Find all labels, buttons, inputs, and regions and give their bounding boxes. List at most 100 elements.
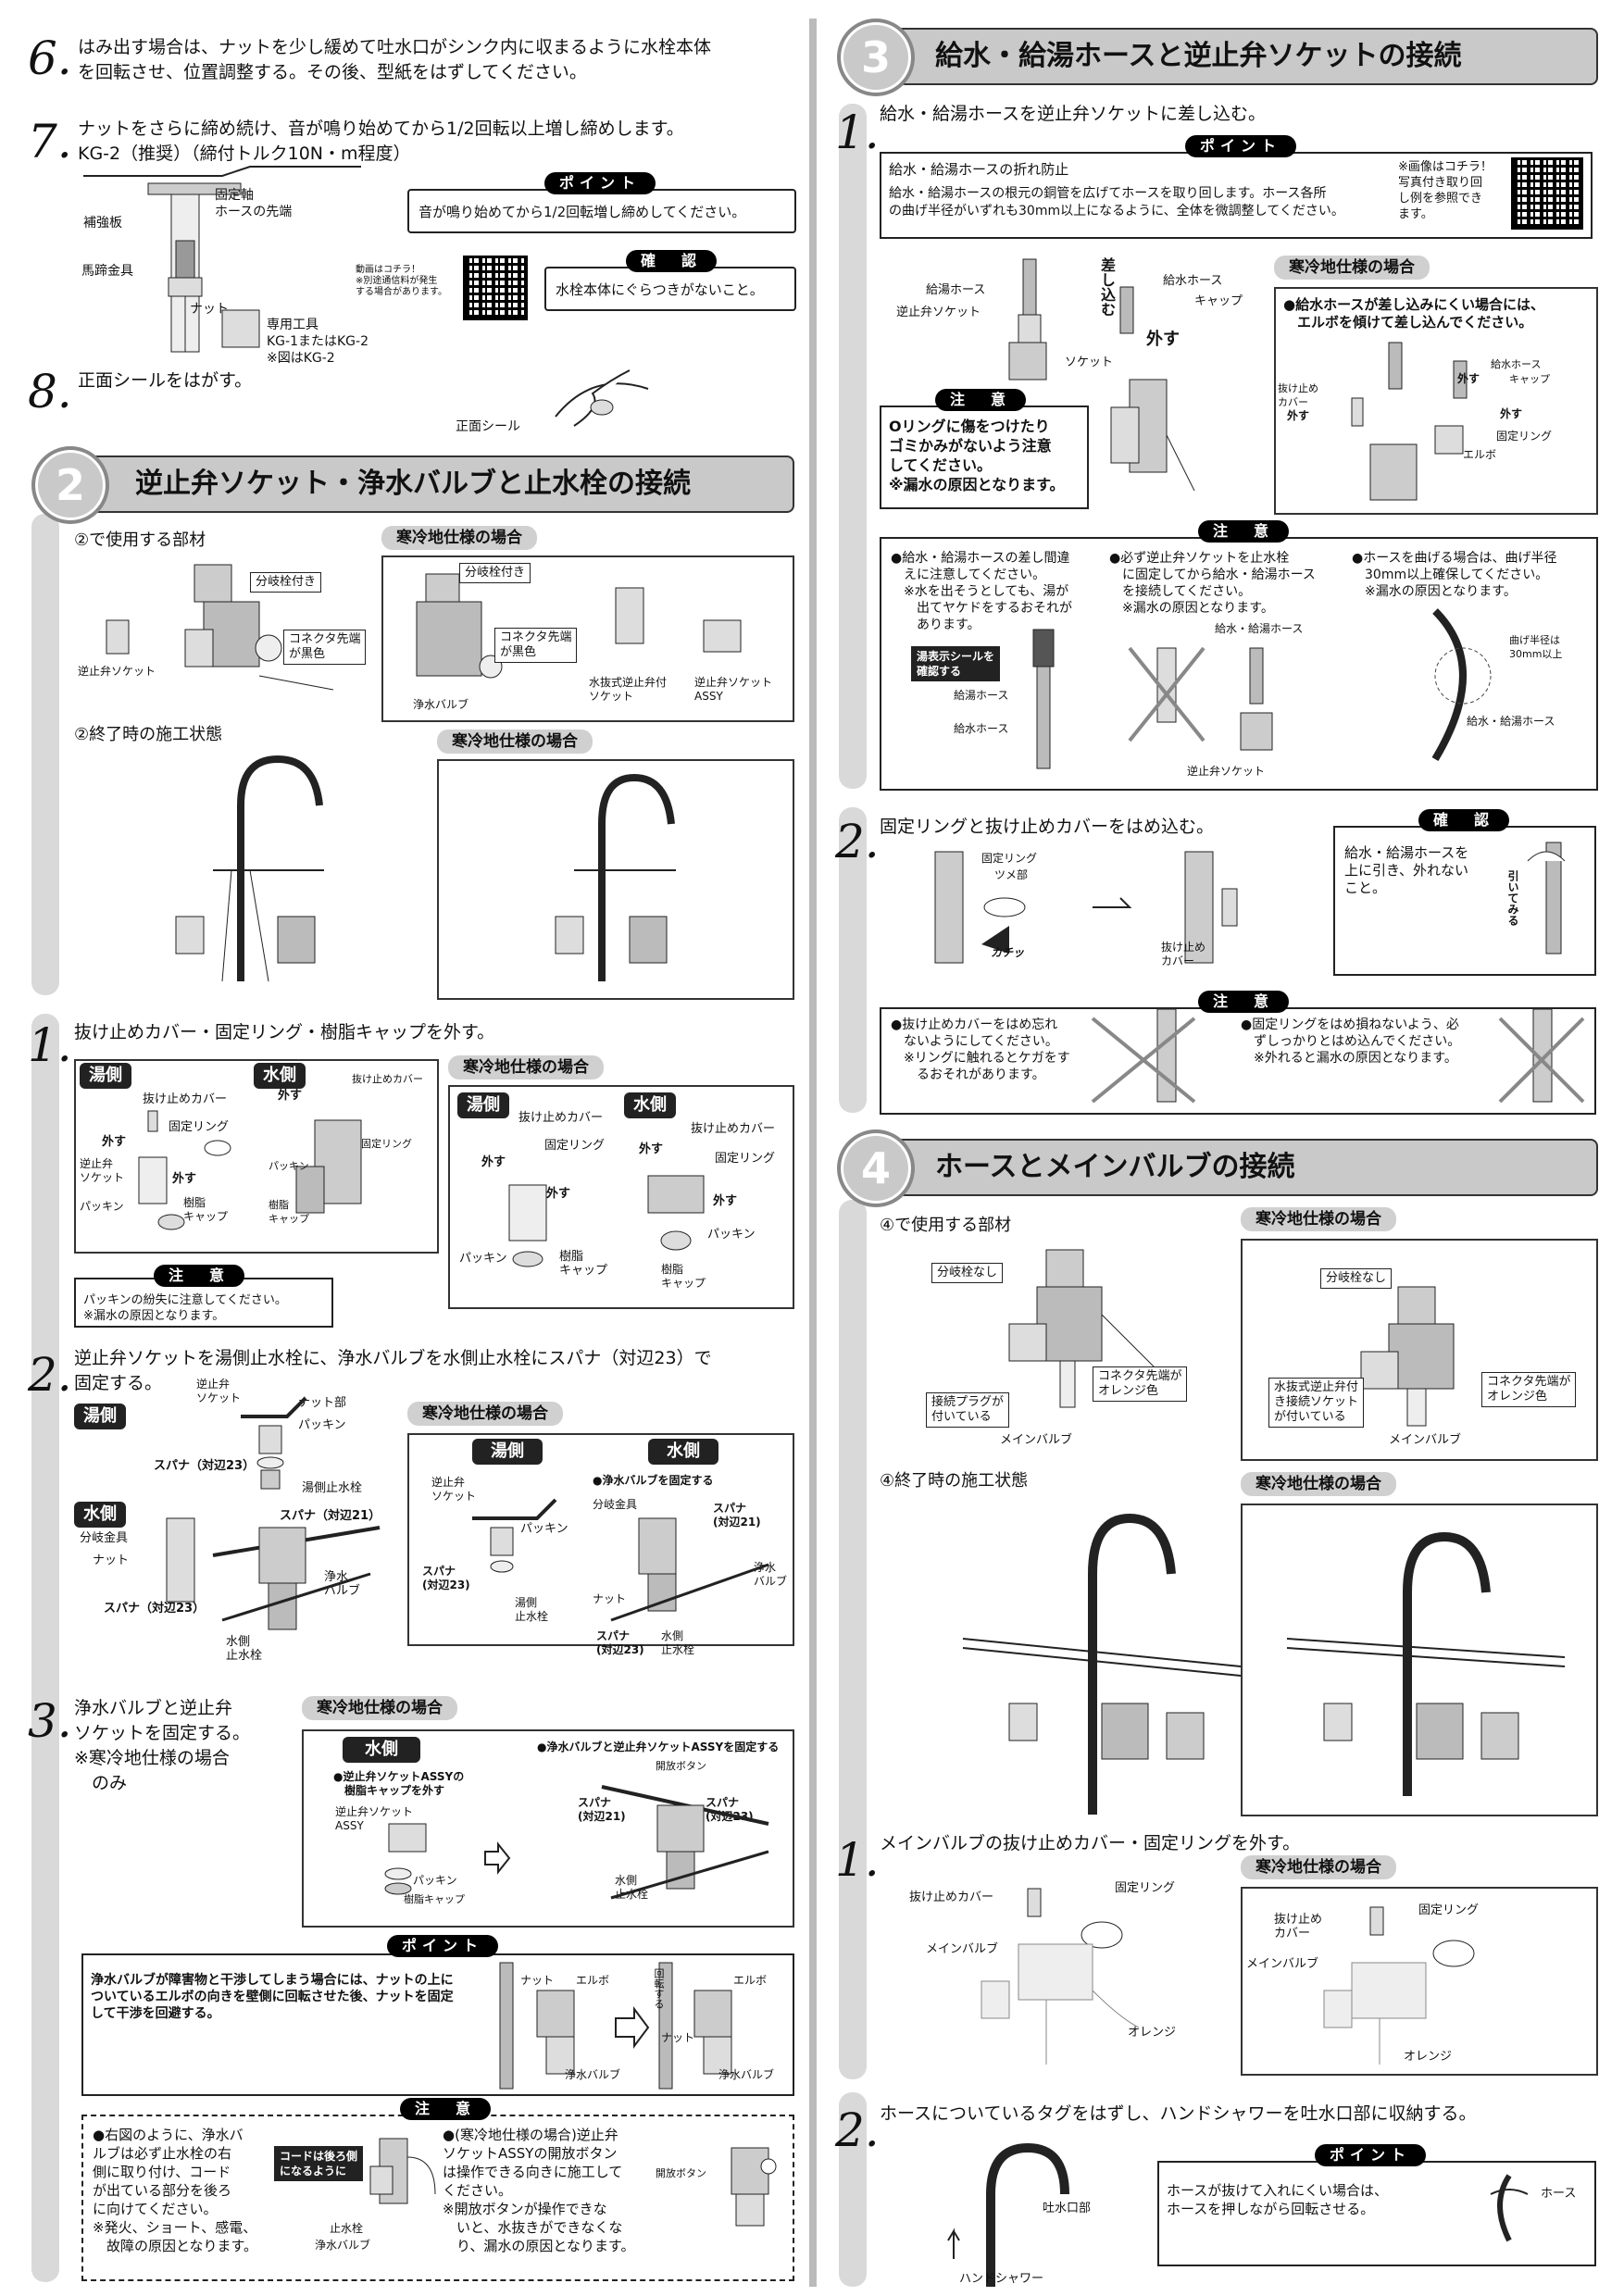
label-gyakushi: 逆止弁 ソケット <box>80 1157 125 1184</box>
label-gyakushi: 逆止弁ソケット <box>78 665 156 678</box>
l3-chui-box <box>81 2115 794 2281</box>
label-main: メインバルブ <box>1389 1433 1462 1447</box>
section-4-header <box>883 1139 1598 1196</box>
label-jousui: 浄水 バルブ <box>754 1561 788 1588</box>
r1-point-box <box>880 152 1593 239</box>
done-state-label: ②終了時の施工状態 <box>74 725 223 744</box>
l3-fix: ●浄水バルブと逆止弁ソケットASSYを固定する <box>537 1741 780 1753</box>
label-main: メインバルブ <box>1000 1433 1073 1447</box>
label-kyuto: 給湯ホース <box>926 283 986 297</box>
chui-tag: 注 意 <box>1198 991 1290 1013</box>
label-hazusu: 外す <box>1146 330 1180 349</box>
r-parts-illustration <box>1008 1249 1158 1408</box>
r-kanrei-done-illustration <box>1286 1531 1566 1796</box>
step-l2-text: 逆止弁ソケットを湯側止水栓に、浄水バルブを水側止水栓にスパナ（対辺23）で 固定… <box>74 1348 712 1393</box>
step-r2b-text: ホースについているタグをはずし、ハンドシャワーを吐水口部に収納する。 <box>880 2103 1477 2124</box>
right-column-bar <box>839 104 867 789</box>
kanrei-tab: 寒冷地仕様の場合 <box>448 1055 604 1079</box>
section-2-header <box>80 455 794 513</box>
r1-point-text: 給水・給湯ホースの根元の銅管を広げてホースを取り回します。ホース各所 の曲げ半径… <box>889 186 1344 218</box>
kanrei-parts-illustration <box>416 573 742 679</box>
c2-hose: 給水・給湯ホース <box>1215 622 1304 635</box>
r-kanrei-parts-illustration <box>1360 1286 1455 1427</box>
kanrei-tab: 寒冷地仕様の場合 <box>1241 1472 1396 1496</box>
c1-kyuto: 給湯ホース <box>954 689 1009 702</box>
video-note: 動画はコチラ！ ※別途通信料が発生 する場合があります。 <box>356 265 447 297</box>
label-bunki: 分岐金具 <box>593 1498 638 1511</box>
label-sashikomu: 差し込む <box>1098 257 1116 317</box>
kakunin-text-7: 水栓本体にぐらつきがないこと。 <box>556 281 764 298</box>
r1b-illustration <box>981 1888 1140 2065</box>
label-hazusu: 外す <box>172 1172 197 1186</box>
mizu-tab: 水側 <box>624 1092 676 1118</box>
section-3-header <box>883 28 1598 85</box>
step-r1-text: 給水・給湯ホースを逆止弁ソケットに差し込む。 <box>880 104 1267 124</box>
r2-c1-illustration <box>1091 1008 1196 1104</box>
r1-point-head: 給水・給湯ホースの折れ防止 <box>889 161 1069 178</box>
step-r2-text: 固定リングと抜け止めカバーをはめ込む。 <box>880 817 1215 837</box>
label-mizunuki: 水抜式逆止弁付 ソケット <box>589 676 668 703</box>
label-socket: ソケット <box>1065 356 1114 369</box>
step-number: 2. <box>835 2103 880 2157</box>
l2-kanrei-illustration <box>472 1498 769 1622</box>
label-mizu-shisui: 水側 止水栓 <box>226 1635 263 1663</box>
label-hazusu: 外す <box>278 1089 303 1103</box>
label-shomen-seal: 正面シール <box>456 419 520 434</box>
r2-c2-illustration <box>1498 1008 1585 1104</box>
kanrei-tab: 寒冷地仕様の場合 <box>437 730 593 754</box>
r2-c1: ●抜け止めカバーをはめ忘れ ないようにしてください。 ※リングに触れるとケガをす… <box>891 1017 1070 1082</box>
label-packing: パッキン <box>298 1418 346 1432</box>
label-kaiten: 回転する <box>653 1968 665 2009</box>
c1-kyusui: 給水ホース <box>954 722 1009 735</box>
label-gyakushi: 逆止弁 ソケット <box>196 1378 242 1404</box>
label-packing: パッキン <box>413 1874 457 1887</box>
step-7-text: ナットをさらに締め続け、音が鳴り始めてから1/2回転以上増し締めします。 KG-… <box>78 119 684 164</box>
point-tag: ポイント <box>544 172 656 194</box>
label-kotei: 固定リング <box>1418 1903 1480 1917</box>
label-nut: ナット <box>593 1592 627 1605</box>
step-6-text: はみ出す場合は、ナットを少し緩めて吐水口がシンク内に収まるように水栓本体 を回転… <box>78 37 712 82</box>
label-cap: キャップ <box>1509 373 1550 385</box>
label-kotei: 固定リング <box>361 1138 412 1150</box>
label-hokyo: 補強板 <box>83 216 122 231</box>
arrow-right-icon <box>484 1841 511 1875</box>
label-nukedome: 抜け止め カバー <box>1161 941 1206 967</box>
center-divider <box>809 19 817 2287</box>
label-bateikin: 馬蹄金具 <box>81 264 133 279</box>
section-4-number: 4 <box>837 1129 915 1207</box>
section-2-number: 2 <box>31 446 109 524</box>
qr-code-icon <box>1511 157 1583 230</box>
done-state-label: ④終了時の施工状態 <box>880 1471 1029 1491</box>
code-label: コードは後ろ側 になるように <box>274 2146 364 2181</box>
label-kotei: 固定リング <box>1115 1881 1176 1895</box>
label-orange: オレンジ <box>1404 2050 1453 2064</box>
label-hazusu: 外す <box>639 1142 664 1156</box>
label-hose-saki: ホースの先端 <box>215 205 293 219</box>
faucet-install-illustration <box>83 166 361 353</box>
r1-kanrei-box <box>1274 287 1598 515</box>
step-8-text: 正面シールをはがす。 <box>78 370 253 391</box>
kanrei-tab: 寒冷地仕様の場合 <box>381 526 537 550</box>
qr-code-icon <box>463 256 528 320</box>
mizu-tab: 水側 <box>74 1502 126 1528</box>
r1-kanrei-text: ●給水ホースが差し込みにくい場合には、 エルボを傾けて差し込んでください。 <box>1283 296 1545 331</box>
parts-used-label: ④で使用する部材 <box>880 1216 1012 1235</box>
mizu-tab: 水側 <box>254 1063 306 1089</box>
r2-c2: ●固定リングをはめ損ねないよう、必 ずしっかりとはめ込んでください。 ※外れると… <box>1241 1017 1461 1066</box>
kakunin-tag: 確 認 <box>626 250 718 272</box>
label-shisui: 止水栓 <box>330 2222 364 2235</box>
kakunin-tag: 確 認 <box>1418 809 1510 831</box>
label-mizu-shisui: 水側 止水栓 <box>615 1874 649 1901</box>
mizu-tab: 水側 <box>648 1439 718 1465</box>
c2-socket: 逆止弁ソケット <box>1187 765 1266 778</box>
step-number: 1. <box>28 1018 72 1072</box>
label-nukedome: 抜け止め カバー <box>1274 1913 1323 1940</box>
label-nut: ナット <box>661 2031 695 2044</box>
parts-used-label: ②で使用する部材 <box>74 530 206 550</box>
label-packing: パッキン <box>707 1228 756 1242</box>
label-nut: ナット <box>93 1554 130 1567</box>
l3-right-illustration <box>601 1785 769 1900</box>
r1-main-illustration <box>1008 258 1195 492</box>
label-kr-jousui-fix: ●浄水バルブを固定する <box>593 1474 714 1487</box>
label-bunki: 分岐栓付き <box>459 563 531 583</box>
